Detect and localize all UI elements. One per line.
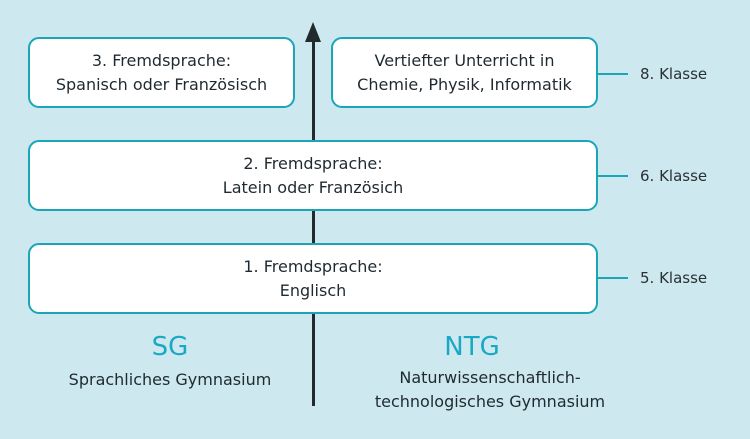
ntg-name-line2: technologisches Gymnasium bbox=[374, 392, 606, 411]
arrow-up-icon bbox=[305, 22, 321, 42]
advanced-science-subjects: Chemie, Physik, Informatik bbox=[357, 74, 572, 94]
sg-abbreviation: SG bbox=[151, 332, 189, 362]
grade-8-label: 8. Klasse bbox=[640, 65, 708, 83]
sg-name: Sprachliches Gymnasium bbox=[68, 370, 272, 389]
first-language-title: 1. Fremdsprache: bbox=[243, 256, 383, 276]
advanced-science-title: Vertiefter Unterricht in bbox=[374, 50, 555, 70]
second-language-options: Latein oder Französich bbox=[222, 177, 404, 197]
third-language-box: 3. Fremdsprache: Spanisch oder Französis… bbox=[28, 37, 295, 108]
vertical-axis-line bbox=[312, 40, 315, 406]
third-language-options: Spanisch oder Französisch bbox=[55, 74, 268, 94]
advanced-science-box: Vertiefter Unterricht in Chemie, Physik,… bbox=[331, 37, 598, 108]
grade-5-label: 5. Klasse bbox=[640, 269, 708, 287]
second-language-title: 2. Fremdsprache: bbox=[243, 153, 383, 173]
grade8-connector bbox=[598, 73, 628, 75]
grade5-connector bbox=[598, 277, 628, 279]
first-language-options: Englisch bbox=[279, 280, 347, 300]
grade-6-label: 6. Klasse bbox=[640, 167, 708, 185]
second-language-box: 2. Fremdsprache: Latein oder Französich bbox=[28, 140, 598, 211]
first-language-box: 1. Fremdsprache: Englisch bbox=[28, 243, 598, 314]
third-language-title: 3. Fremdsprache: bbox=[91, 50, 232, 70]
ntg-abbreviation: NTG bbox=[444, 332, 500, 362]
ntg-name-line1: Naturwissenschaftlich- bbox=[399, 368, 581, 387]
grade6-connector bbox=[598, 175, 628, 177]
